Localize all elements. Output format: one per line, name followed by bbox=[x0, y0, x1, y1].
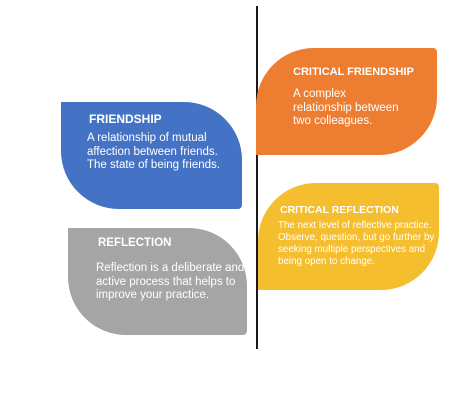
critical-reflection-description: The next level of reflective practice. O… bbox=[278, 220, 435, 267]
reflection-card: REFLECTION Reflection is a deliberate an… bbox=[68, 228, 247, 335]
friendship-title: FRIENDSHIP bbox=[89, 112, 162, 126]
friendship-description: A relationship of mutual affection betwe… bbox=[87, 132, 220, 172]
critical-friendship-card: CRITICAL FRIENDSHIP A complex relationsh… bbox=[256, 48, 437, 155]
reflection-description: Reflection is a deliberate and active pr… bbox=[96, 262, 245, 302]
critical-reflection-card: CRITICAL REFLECTION The next level of re… bbox=[258, 183, 439, 290]
critical-friendship-title: CRITICAL FRIENDSHIP bbox=[293, 66, 414, 78]
reflection-title: REFLECTION bbox=[98, 237, 172, 249]
center-divider-line bbox=[256, 6, 258, 349]
critical-reflection-title: CRITICAL REFLECTION bbox=[280, 204, 399, 216]
critical-friendship-description: A complex relationship between two colle… bbox=[293, 88, 399, 128]
friendship-card: FRIENDSHIP A relationship of mutual affe… bbox=[61, 102, 242, 209]
